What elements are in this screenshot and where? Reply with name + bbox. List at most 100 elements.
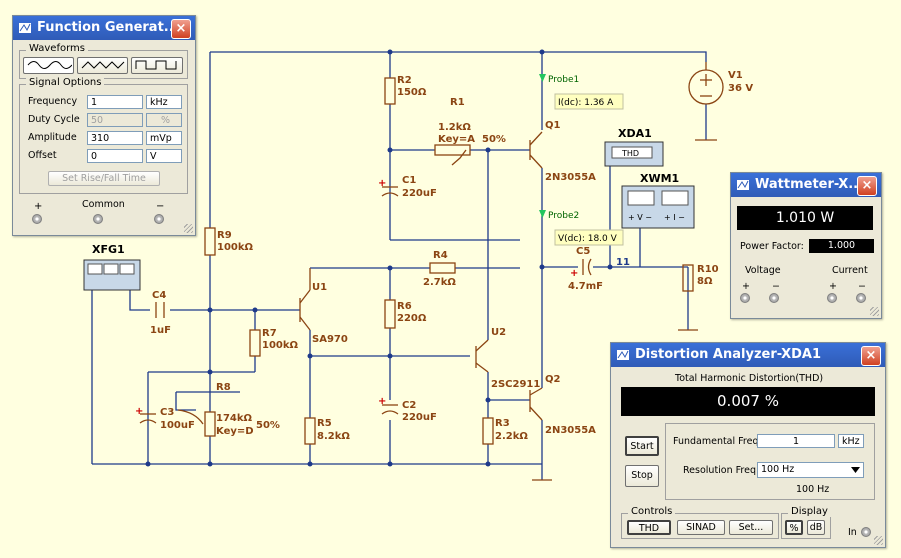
funcgen-titlebar[interactable]: Function Generat... [13,16,195,40]
wattmeter-titlebar[interactable]: Wattmeter-X... [731,173,881,197]
resistor-r4[interactable]: R4 2.7kΩ [423,250,456,288]
wattmeter-close-button[interactable]: × [857,176,877,196]
set-button[interactable]: Set... [729,520,773,535]
resolution-freq-readout: 100 Hz [796,484,830,495]
resistor-r10[interactable]: R10 8Ω [678,264,719,331]
start-button[interactable]: Start [625,436,659,456]
power-factor-value: 1.000 [809,239,874,253]
minus-terminal[interactable] [154,214,164,224]
fundamental-freq-unit[interactable]: kHz [838,434,864,448]
waveforms-group: Waveforms [19,43,188,79]
current-plus-terminal[interactable] [827,293,837,303]
amplitude-unit[interactable]: mVp [146,131,182,145]
display-label: Display [788,506,831,517]
common-terminal[interactable] [93,214,103,224]
distortion-titlebar[interactable]: Distortion Analyzer-XDA1 [611,343,885,367]
distortion-analyzer-symbol[interactable]: XDA1 THD [604,127,664,167]
node-11: 11 [616,257,630,268]
function-generator-symbol[interactable]: XFG1 [83,243,141,291]
resistor-r6[interactable]: R6 220Ω [384,299,427,329]
fundamental-freq-input[interactable]: 1 [757,434,835,448]
distortion-close-button[interactable]: × [861,346,881,366]
current-minus-terminal[interactable] [856,293,866,303]
common-terminal-label: Common [82,199,125,210]
probe1-reading: I(dc): 1.36 A [558,98,614,108]
sine-wave-button[interactable] [23,57,74,74]
duty-cycle-unit[interactable]: % [146,113,182,127]
input-terminal[interactable] [861,527,871,537]
resize-grip[interactable] [874,536,883,545]
wattmeter-window[interactable]: Wattmeter-X... × 1.010 W Power Factor: 1… [730,172,882,319]
power-factor-label: Power Factor: [740,241,804,252]
c5-ref: C5 [576,246,590,257]
capacitor-c2[interactable]: + C2 220uF [378,396,437,423]
amplitude-label: Amplitude [28,132,77,143]
plus-terminal-label: + [34,201,43,212]
funcgen-title: Function Generat... [37,20,179,35]
probe-1[interactable]: Probe1 I(dc): 1.36 A [539,74,624,110]
duty-cycle-label: Duty Cycle [28,114,80,125]
r2-ref: R2 [397,75,412,86]
capacitor-c1[interactable]: + C1 220uF [378,175,437,199]
controls-group: Controls [621,506,779,539]
sinad-button[interactable]: SINAD [677,520,725,535]
stop-button[interactable]: Stop [625,465,659,487]
c4-ref: C4 [152,290,166,301]
r7-value: 100kΩ [262,340,299,351]
resize-grip[interactable] [184,224,193,233]
distortion-analyzer-window[interactable]: Distortion Analyzer-XDA1 × Total Harmoni… [610,342,886,548]
r3-ref: R3 [495,418,510,429]
triangle-wave-icon [81,61,124,69]
resistor-r7[interactable]: R7 100kΩ [249,328,299,357]
thd-button[interactable]: THD [627,520,671,535]
resistor-r2[interactable]: R2 150Ω [384,75,427,105]
capacitor-c3[interactable]: + C3 100uF [135,406,195,431]
resolution-freq-select[interactable]: 100 Hz [757,462,864,478]
resistor-r9[interactable]: R9 100kΩ [204,227,254,256]
offset-input[interactable]: 0 [87,149,143,163]
voltage-minus-terminal[interactable] [769,293,779,303]
q1-model: 2N3055A [545,172,596,183]
frequency-input[interactable]: 1 [87,95,143,109]
resize-grip[interactable] [870,307,879,316]
v1-ref: V1 [728,70,743,81]
amplitude-input[interactable]: 310 [87,131,143,145]
offset-unit[interactable]: V [146,149,182,163]
c1-ref: C1 [402,175,416,186]
potentiometer-r8[interactable]: R8 174kΩ Key=D 50% [177,382,280,437]
r6-ref: R6 [397,301,412,312]
transistor-q1[interactable]: Q1 2N3055A [529,120,596,183]
set-rise-fall-button[interactable]: Set Rise/Fall Time [48,171,160,186]
transistor-q2[interactable]: Q2 2N3055A [529,374,596,481]
duty-cycle-input[interactable]: 50 [87,113,143,127]
capacitor-c5[interactable]: + C5 4.7mF [568,246,603,292]
resistor-r3[interactable]: R3 2.2kΩ [482,417,528,445]
square-wave-button[interactable] [131,57,183,74]
resistor-r5[interactable]: R5 8.2kΩ [304,417,350,445]
transistor-u1[interactable]: U1 SA970 [299,268,348,345]
probe-2[interactable]: Probe2 V(dc): 18.0 V [539,210,624,246]
voltage-plus-terminal[interactable] [740,293,750,303]
fundamental-freq-label: Fundamental Freq. [673,436,762,447]
function-generator-window[interactable]: Function Generat... × Waveforms Signal O… [12,15,196,236]
percent-button[interactable]: % [785,520,803,535]
voltage-source-v1[interactable]: V1 36 V [688,62,753,141]
capacitor-c4[interactable]: C4 1uF [150,290,171,336]
distortion-title: Distortion Analyzer-XDA1 [635,347,821,362]
triangle-wave-button[interactable] [77,57,128,74]
funcgen-close-button[interactable]: × [171,19,191,39]
r1-ref: R1 [450,97,465,108]
plus-terminal[interactable] [32,214,42,224]
svg-text:+: + [570,268,578,279]
frequency-unit[interactable]: kHz [146,95,182,109]
c4-value: 1uF [150,325,171,336]
transistor-u2[interactable]: U2 2SC2911 [475,327,540,390]
wattmeter-symbol[interactable]: XWM1 + V − + I − [621,172,695,229]
xfg1-ref: XFG1 [92,243,125,256]
probe1-ref: Probe1 [548,75,579,85]
potentiometer-r1[interactable]: R1 1.2kΩ Key=A 50% [434,97,506,166]
thd-heading: Total Harmonic Distortion(THD) [675,373,824,384]
controls-label: Controls [628,506,676,517]
db-button[interactable]: dB [807,520,825,535]
